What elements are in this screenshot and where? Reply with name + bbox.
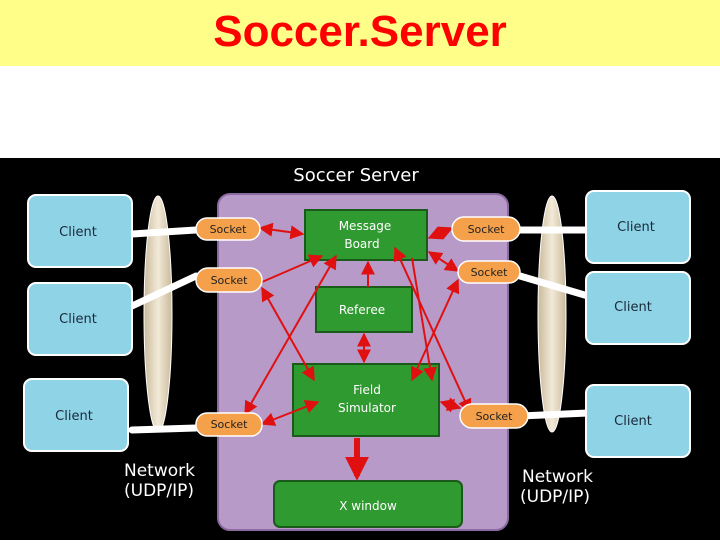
client-label: Client <box>59 312 97 327</box>
client-label: Client <box>59 225 97 240</box>
field-simulator-label-2: Simulator <box>338 401 396 415</box>
network-connectors <box>128 226 592 434</box>
network-left-label-1: Network <box>124 461 195 481</box>
architecture-diagram: Soccer Server Client Client Client Clien… <box>0 158 720 540</box>
socket-label: Socket <box>471 266 509 279</box>
message-board-label-2: Board <box>344 237 379 251</box>
message-board-box: Message Board <box>304 209 428 261</box>
client-box-right-1: Client <box>585 190 691 264</box>
socket-label: Socket <box>211 274 249 287</box>
title-bar <box>0 0 720 66</box>
network-right-ellipse <box>537 195 567 433</box>
network-right-label-1: Network <box>522 467 593 487</box>
socket-right-2: Socket <box>457 260 521 284</box>
client-box-right-2: Client <box>585 271 691 345</box>
client-label: Client <box>617 220 655 235</box>
referee-box: Referee <box>315 286 413 333</box>
network-left-label-2: (UDP/IP) <box>124 481 194 501</box>
client-label: Client <box>614 300 652 315</box>
socket-left-1: Socket <box>195 217 261 241</box>
socket-label: Socket <box>211 418 249 431</box>
soccer-server-label: Soccer Server <box>293 165 419 186</box>
message-board-label-1: Message <box>339 219 392 233</box>
socket-left-2: Socket <box>195 267 263 293</box>
socket-label: Socket <box>210 223 248 236</box>
slide-title: Soccer.Server <box>213 7 507 56</box>
network-right-label-2: (UDP/IP) <box>520 487 590 507</box>
field-simulator-label-1: Field <box>353 383 381 397</box>
referee-label: Referee <box>339 303 385 317</box>
diagram-svg: Soccer Server Client Client Client Clien… <box>23 165 691 531</box>
client-box-left-2: Client <box>27 282 133 356</box>
client-box-left-1: Client <box>27 194 133 268</box>
socket-label: Socket <box>468 223 506 236</box>
x-window-label: X window <box>339 499 397 513</box>
client-label: Client <box>55 409 93 424</box>
field-simulator-box: Field Simulator <box>292 363 440 437</box>
socket-right-1: Socket <box>451 216 521 242</box>
arrows <box>244 222 472 426</box>
x-window-box: X window <box>273 480 463 528</box>
client-box-right-3: Client <box>585 384 691 458</box>
client-box-left-3: Client <box>23 378 129 452</box>
socket-label: Socket <box>476 410 514 423</box>
client-label: Client <box>614 414 652 429</box>
socket-left-3: Socket <box>195 412 263 437</box>
socket-right-3: Socket <box>459 403 529 429</box>
